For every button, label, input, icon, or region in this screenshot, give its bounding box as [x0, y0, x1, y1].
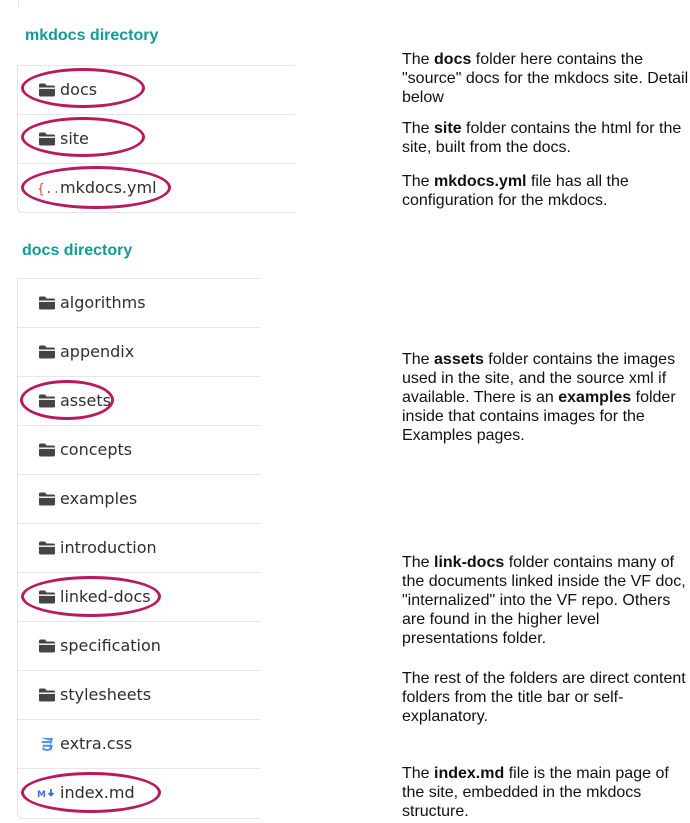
note-mkdocs-yml: The mkdocs.yml file has all the configur…	[402, 173, 629, 209]
css-icon	[41, 738, 53, 751]
note-site: The site folder contains the html for th…	[402, 120, 682, 156]
folder-icon	[39, 132, 55, 146]
file-row-stylesheets[interactable]: stylesheets	[18, 670, 261, 719]
top-divider	[18, 0, 19, 8]
file-name: examples	[60, 489, 138, 508]
file-row-assets[interactable]: assets	[18, 376, 261, 425]
folder-icon	[39, 345, 55, 359]
yaml-braces-icon: {..}	[37, 182, 57, 196]
docs-file-list: algorithms appendix assets concepts exam…	[17, 278, 261, 819]
file-row-concepts[interactable]: concepts	[18, 425, 261, 474]
file-name: stylesheets	[60, 685, 152, 704]
file-name: specification	[60, 636, 161, 655]
file-row-algorithms[interactable]: algorithms	[18, 278, 261, 327]
mkdocs-directory-heading: mkdocs directory	[25, 27, 159, 44]
file-row-specification[interactable]: specification	[18, 621, 261, 670]
folder-icon	[39, 296, 55, 310]
file-name: appendix	[60, 342, 135, 361]
folder-icon	[39, 394, 55, 408]
file-row-appendix[interactable]: appendix	[18, 327, 261, 376]
file-name: mkdocs.yml	[60, 178, 157, 197]
folder-icon	[39, 541, 55, 555]
file-row-extra-css[interactable]: extra.css	[18, 719, 261, 768]
svg-text:M: M	[37, 790, 46, 800]
folder-icon	[39, 639, 55, 653]
file-row-docs[interactable]: docs	[18, 65, 295, 114]
file-name: site	[60, 129, 89, 148]
note-assets: The assets folder contains the images us…	[402, 351, 676, 444]
file-name: assets	[60, 391, 111, 410]
file-name: docs	[60, 80, 98, 99]
folder-icon	[39, 492, 55, 506]
file-name: concepts	[60, 440, 133, 459]
file-row-site[interactable]: site	[18, 114, 295, 163]
file-row-index-md[interactable]: M index.md	[18, 768, 261, 817]
note-linked-docs: The link-docs folder contains many of th…	[402, 554, 686, 647]
note-docs: The docs folder here contains the "sourc…	[402, 51, 689, 106]
file-name: introduction	[60, 538, 157, 557]
folder-icon	[39, 443, 55, 457]
file-name: linked-docs	[60, 587, 151, 606]
file-row-linked-docs[interactable]: linked-docs	[18, 572, 261, 621]
file-name: extra.css	[60, 734, 133, 753]
svg-text:{..}: {..}	[37, 182, 57, 196]
file-row-mkdocs-yml[interactable]: {..} mkdocs.yml	[18, 163, 295, 212]
folder-icon	[39, 590, 55, 604]
folder-icon	[39, 688, 55, 702]
file-row-introduction[interactable]: introduction	[18, 523, 261, 572]
mkdocs-file-list: docs site {..} mkdocs.yml	[17, 65, 295, 213]
folder-icon	[39, 83, 55, 97]
docs-directory-heading: docs directory	[22, 242, 133, 259]
note-rest-of-folders: The rest of the folders are direct conte…	[402, 670, 686, 725]
file-name: index.md	[60, 783, 135, 802]
file-row-examples[interactable]: examples	[18, 474, 261, 523]
note-index-md: The index.md file is the main page of th…	[402, 765, 669, 820]
markdown-icon: M	[37, 789, 55, 800]
file-name: algorithms	[60, 293, 146, 312]
